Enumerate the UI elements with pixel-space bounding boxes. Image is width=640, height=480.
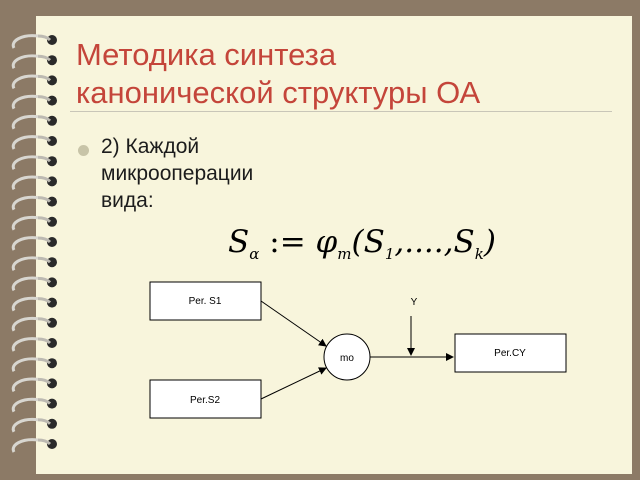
register-s1-label: Per. S1: [189, 296, 222, 307]
binding-ring: [11, 195, 39, 211]
binding-hole: [47, 418, 57, 429]
binding-hole: [47, 55, 57, 66]
binding-hole: [47, 257, 57, 268]
binding-ring: [11, 417, 39, 433]
binding-ring: [11, 438, 39, 453]
formula: Sα := φm(S1,....,Sk): [228, 224, 496, 263]
binding-ring-link: [37, 377, 52, 385]
binding-ring: [11, 74, 39, 90]
binding-ring: [11, 316, 39, 332]
arrow-s2-to-node: [260, 367, 327, 400]
bullet-line-2: микрооперации: [101, 162, 254, 185]
register-s2-label: Per.S2: [190, 395, 220, 406]
binding-hole: [47, 115, 57, 126]
binding-ring-link: [37, 256, 52, 264]
binding-hole: [47, 237, 57, 247]
binding-ring-link: [37, 196, 52, 203]
bullet-line-1: 2) Каждой: [101, 135, 200, 158]
binding-ring: [11, 34, 39, 49]
binding-hole: [47, 216, 57, 227]
arrow-s1-to-node: [260, 300, 327, 347]
formula-assign: :=: [259, 224, 316, 260]
binding-ring-link: [37, 297, 52, 304]
binding-ring: [11, 256, 39, 271]
binding-ring: [11, 215, 39, 231]
formula-sub-1: 1: [384, 245, 395, 264]
formula-phi-sub: m: [337, 245, 352, 264]
binding-ring: [11, 276, 39, 292]
register-cy-box: [454, 333, 567, 373]
bullet-icon: [78, 145, 89, 156]
binding-ring: [11, 155, 39, 170]
binding-hole: [47, 156, 57, 167]
register-cy-label: Per.CY: [494, 348, 526, 359]
formula-close: ): [483, 224, 496, 260]
binding-ring-link: [37, 337, 52, 345]
binding-ring-link: [37, 236, 52, 244]
binding-ring: [11, 337, 39, 352]
binding-hole: [47, 176, 57, 187]
notebook-page: [36, 16, 632, 474]
binding-hole: [47, 297, 57, 308]
binding-hole: [47, 378, 57, 389]
binding-hole: [47, 277, 57, 288]
formula-lhs-sub: α: [249, 245, 260, 264]
binding-ring-link: [37, 175, 52, 183]
binding-ring-link: [37, 95, 52, 102]
binding-hole: [47, 338, 57, 348]
binding-ring-link: [37, 54, 52, 62]
binding-ring: [11, 114, 39, 130]
formula-mid: ,....,S: [394, 224, 475, 260]
binding-ring-link: [37, 155, 52, 163]
register-s2-box: [149, 379, 262, 419]
binding-ring: [11, 357, 39, 372]
microoperation-label: mo: [340, 353, 354, 364]
binding-ring-link: [37, 216, 52, 223]
binding-hole: [47, 439, 57, 449]
bullet-line-3: вида:: [101, 189, 154, 212]
binding-ring: [11, 135, 39, 150]
bullet-text: 2) Каждой микрооперации вида:: [101, 133, 321, 214]
formula-lhs: S: [228, 224, 250, 260]
binding-ring: [11, 54, 39, 69]
title-divider: [70, 111, 612, 112]
binding-hole: [47, 358, 57, 369]
formula-open: (S: [351, 224, 385, 260]
binding-ring: [11, 377, 39, 393]
signal-y-label: Y: [411, 297, 418, 308]
binding-ring-link: [37, 398, 52, 405]
binding-ring-link: [37, 276, 52, 284]
binding-ring-link: [37, 357, 52, 365]
binding-hole: [47, 136, 57, 146]
binding-ring: [11, 397, 39, 413]
binding-ring-link: [37, 34, 52, 42]
formula-phi: φ: [315, 224, 338, 260]
binding-ring-link: [37, 135, 52, 143]
binding-ring: [11, 94, 39, 110]
binding-ring-link: [37, 317, 52, 324]
binding-hole: [47, 398, 57, 409]
binding-hole: [47, 317, 57, 328]
slide-title: Методика синтеза канонической структуры …: [76, 36, 616, 112]
binding-hole: [47, 196, 57, 207]
title-line-1: Методика синтеза: [76, 37, 337, 72]
binding-hole: [47, 95, 57, 106]
binding-ring: [11, 296, 39, 312]
spiral-binding: [11, 34, 57, 453]
binding-hole: [47, 75, 57, 86]
binding-ring-link: [37, 418, 52, 425]
binding-ring: [11, 175, 39, 191]
binding-ring-link: [37, 115, 52, 122]
title-line-2: канонической структуры ОА: [76, 75, 481, 110]
formula-sub-k: k: [474, 245, 484, 264]
binding-hole: [47, 35, 57, 45]
binding-ring-link: [37, 438, 52, 446]
binding-ring-link: [37, 74, 52, 82]
binding-ring: [11, 236, 39, 251]
